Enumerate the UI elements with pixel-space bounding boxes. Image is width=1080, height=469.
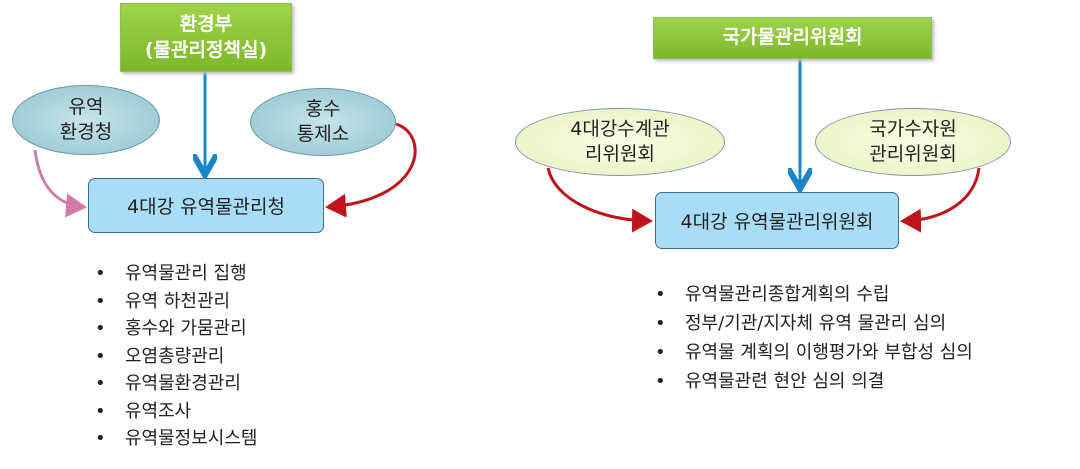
list-item: 유역물관련 현안 심의 의결 (655, 367, 973, 396)
ellipse-line: 환경청 (59, 121, 113, 143)
list-item: 유역물환경관리 (95, 370, 257, 398)
list-item: 오염총량관리 (95, 343, 257, 371)
list-item: 유역물정보시스템 (95, 425, 257, 453)
arrow-flood-control-to-agency (325, 122, 417, 218)
watershed-agency-box: 4대강 유역물관리청 (88, 178, 324, 233)
arrow-env-office-to-agency (33, 149, 87, 218)
list-item: 유역물 계획의 이행평가와 부합성 심의 (655, 338, 973, 367)
agency-duties-list: 유역물관리 집행 유역 하천관리 홍수와 가뭄관리 오염총량관리 유역물환경관리… (95, 260, 257, 453)
river-basin-committee-ellipse: 4대강수계관 리위원회 (515, 108, 725, 176)
box-label: 국가물관리위원회 (722, 26, 863, 49)
list-item: 유역물관리 집행 (95, 260, 257, 288)
list-item: 정부/기관/지자체 유역 물관리 심의 (655, 309, 973, 338)
list-item: 유역 하천관리 (95, 288, 257, 316)
ellipse-line: 홍수 (305, 98, 341, 121)
arrow-river-committee-to-committee (546, 167, 653, 233)
ellipse-line: 국가수자원 (869, 118, 957, 141)
water-resource-committee-ellipse: 국가수자원 관리위원회 (815, 108, 1011, 176)
flood-control-office-ellipse: 홍수 통제소 (250, 88, 396, 156)
box-label: 4대강 유역물관리위원회 (680, 211, 874, 233)
list-item: 유역물관리종합계획의 수립 (655, 280, 973, 309)
ellipse-line: 통제소 (296, 123, 350, 145)
box-line: (물관리정책실) (144, 38, 268, 61)
regional-env-office-ellipse: 유역 환경청 (12, 85, 160, 155)
ministry-of-environment-box: 환경부 (물관리정책실) (120, 3, 292, 72)
arrow-water-resource-committee-to-committee (900, 167, 981, 233)
ellipse-line: 리위원회 (585, 143, 655, 165)
list-item: 홍수와 가뭄관리 (95, 315, 257, 343)
committee-duties-list: 유역물관리종합계획의 수립 정부/기관/지자체 유역 물관리 심의 유역물 계획… (655, 280, 973, 396)
ellipse-line: 관리위원회 (869, 143, 957, 165)
ellipse-line: 유역 (68, 96, 104, 119)
list-item: 유역조사 (95, 398, 257, 426)
national-water-committee-box: 국가물관리위원회 (653, 17, 932, 59)
ellipse-line: 4대강수계관 (570, 118, 670, 141)
box-label: 4대강 유역물관리청 (127, 196, 285, 218)
box-line: 환경부 (179, 12, 233, 35)
watershed-committee-box: 4대강 유역물관리위원회 (655, 192, 899, 249)
